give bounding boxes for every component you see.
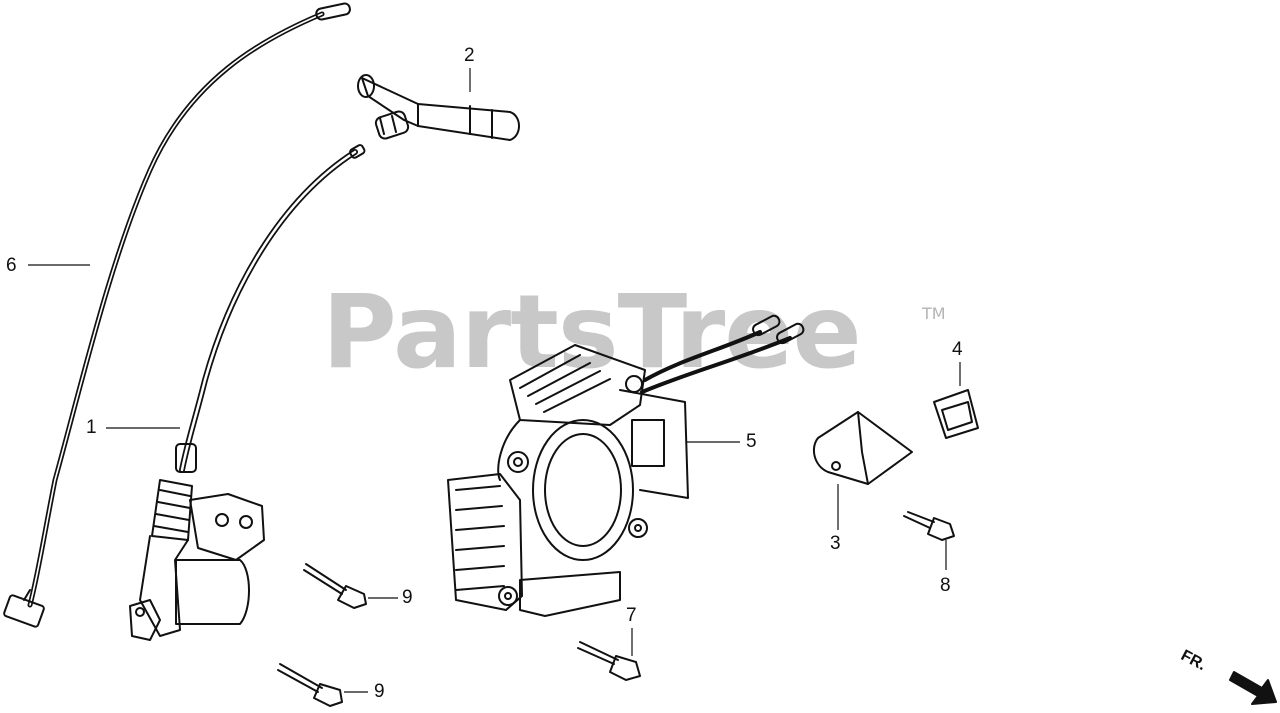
watermark-logo: PartsTree: [322, 273, 862, 392]
part-9-bolt-upper[interactable]: [303, 563, 367, 609]
part-9-bolt-lower[interactable]: [277, 663, 343, 707]
part-5-charge-coil[interactable]: [447, 314, 805, 617]
callout-6: 6: [6, 255, 17, 276]
front-direction-arrow: [1229, 671, 1277, 705]
part-3-bracket[interactable]: [812, 411, 913, 485]
part-1-ignition-coil[interactable]: [129, 144, 366, 641]
leader-lines: [28, 68, 961, 693]
callout-4: 4: [952, 339, 963, 360]
callout-2: 2: [464, 45, 475, 66]
callout-8: 8: [940, 575, 951, 596]
part-7-bolt[interactable]: [577, 641, 641, 681]
callout-9-upper: 9: [402, 587, 413, 608]
part-4-clip[interactable]: [933, 389, 979, 439]
part-6-stop-wire[interactable]: [3, 2, 351, 628]
watermark-trademark: TM: [922, 304, 946, 323]
callout-7: 7: [626, 605, 637, 626]
callout-3: 3: [830, 533, 841, 554]
callout-5: 5: [746, 431, 757, 452]
callout-9-lower: 9: [374, 681, 385, 702]
part-8-bolt[interactable]: [903, 511, 955, 541]
callout-1: 1: [86, 417, 97, 438]
part-2-spark-plug-cap[interactable]: [357, 74, 520, 141]
